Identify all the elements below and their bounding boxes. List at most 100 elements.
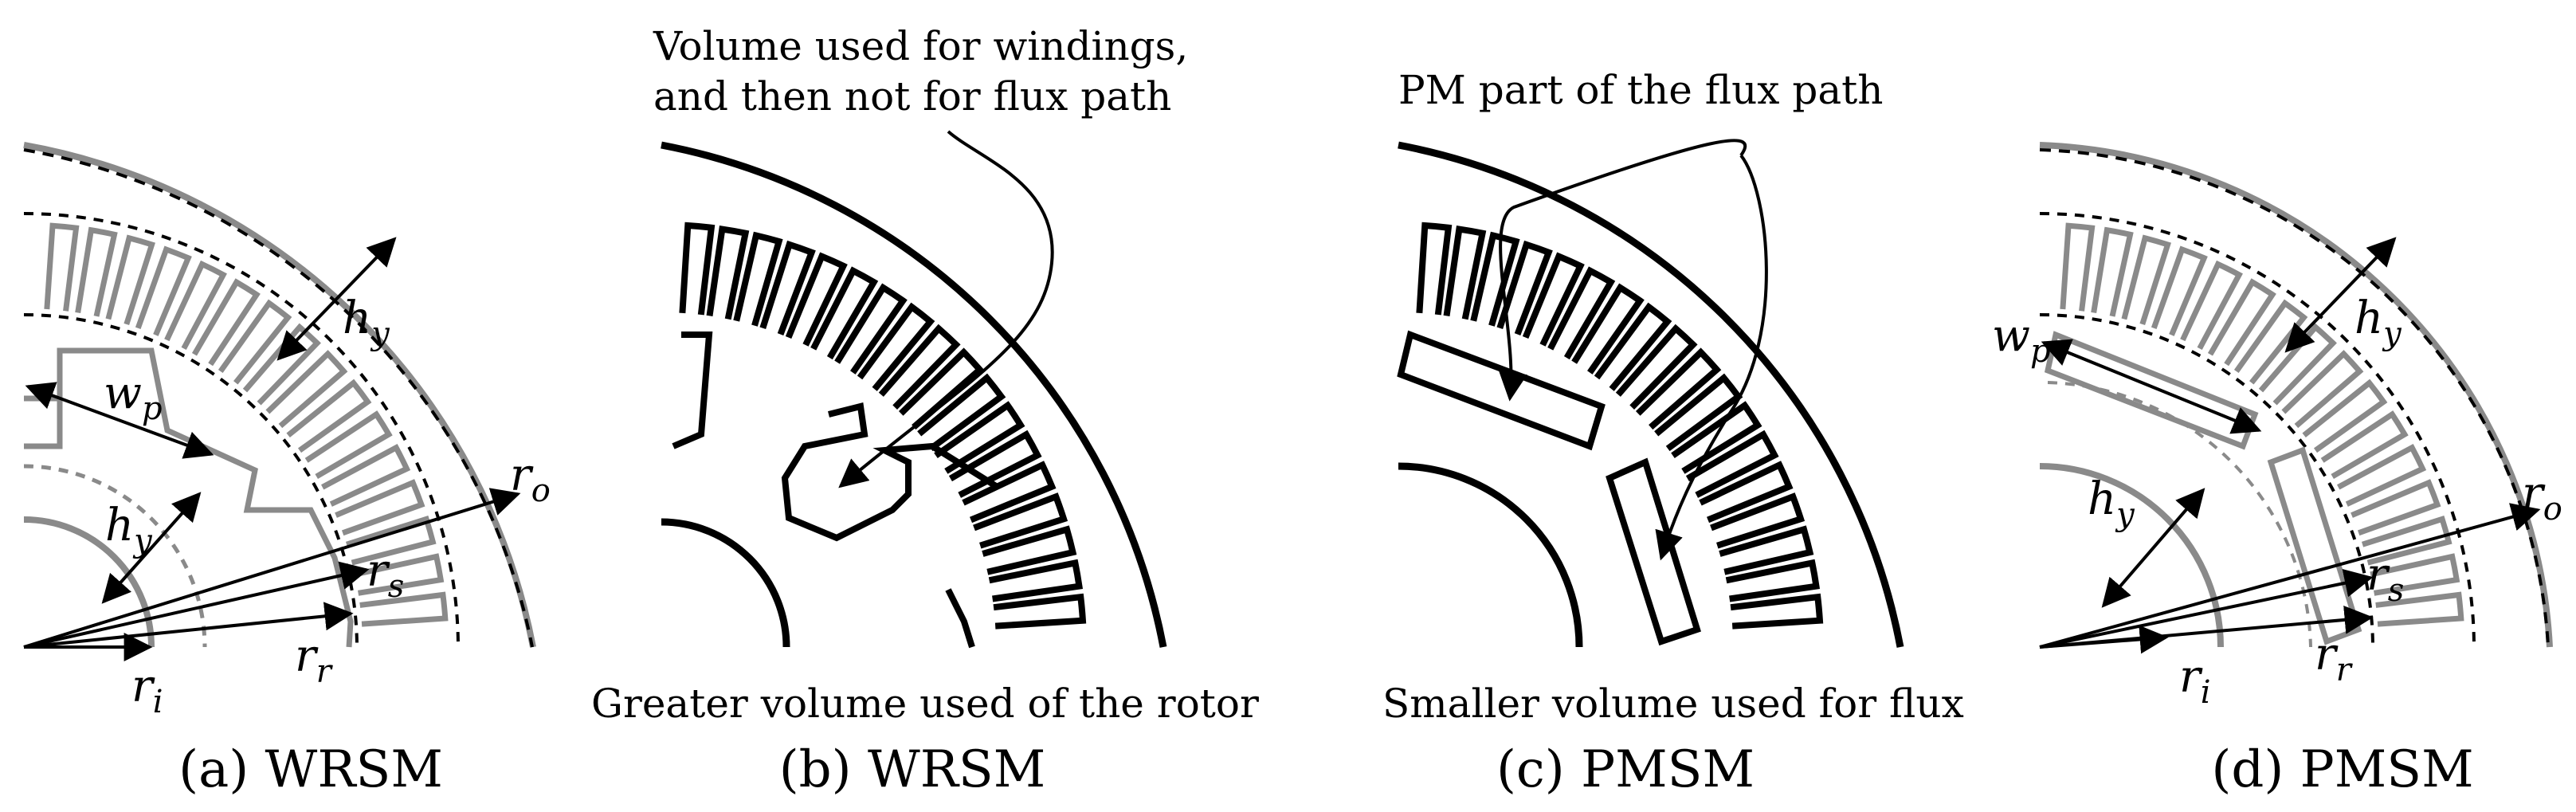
stator-slot (1594, 302, 1672, 391)
stator-slot (962, 461, 1057, 524)
label-ri: ri (131, 661, 163, 720)
stator-slot (1730, 593, 1824, 630)
panel-a-wrsm: hy wp hy ro rs rr ri (a) WRSM (23, 142, 551, 799)
arrow-wp (25, 382, 214, 459)
stator-slot (993, 593, 1087, 630)
stator-slot (2281, 350, 2364, 429)
arrow-wp (2041, 339, 2262, 434)
stator-slot (359, 591, 449, 627)
stator-slot (1719, 525, 1814, 575)
stator-slot (164, 260, 227, 350)
panel-c-pmsm: PM part of the flux path Smaller volume … (1382, 67, 1964, 799)
label-ri: ri (2179, 651, 2211, 711)
arrow-rs (2039, 569, 2374, 649)
stator-slot (1671, 401, 1762, 474)
stator-slot (733, 231, 783, 327)
stator-slot (679, 222, 716, 316)
label-hy-rotor: hy (2088, 473, 2135, 533)
pm-pointer-arrow-1 (1499, 139, 1747, 402)
arrow-ri (2039, 625, 2169, 654)
arrow-hy (276, 237, 397, 361)
label-rr: rr (2315, 629, 2354, 688)
stator-slot (2351, 479, 2441, 536)
stator-slot (834, 283, 908, 375)
annotation-windings-line1: Volume used for windings, (653, 23, 1188, 69)
stator-slot (2337, 444, 2427, 507)
stator-slot (2370, 553, 2460, 596)
stator-slot (2151, 245, 2208, 336)
label-hy: hy (2354, 292, 2402, 352)
arrow-ro (23, 488, 521, 649)
stator-slot (1496, 240, 1553, 335)
label-rs: rs (2366, 549, 2404, 609)
magnet-block-1 (2044, 331, 2259, 450)
magnet-block-2 (1606, 457, 1701, 646)
label-wp: wp (1992, 310, 2051, 370)
annotation-greater-volume: Greater volume used of the rotor (591, 681, 1259, 727)
stator-slot (218, 299, 292, 385)
annotation-smaller-volume: Smaller volume used for flux (1382, 681, 1964, 727)
arrow-hy (2284, 237, 2397, 353)
stator-slot (2361, 516, 2452, 566)
stator-slot (982, 525, 1077, 575)
arrow-hy-rotor (2101, 488, 2205, 608)
airgap-dashed-arc (23, 313, 359, 648)
stator-slot (1685, 430, 1779, 498)
stator-slot (286, 379, 372, 453)
arrow-rr (23, 602, 354, 649)
stator-slot (1725, 559, 1821, 602)
stator-slot (898, 347, 985, 430)
stator-slot (345, 516, 437, 566)
label-rs: rs (367, 545, 404, 605)
label-ro: ro (510, 449, 551, 509)
magnet-block-2 (2267, 446, 2362, 645)
caption-a: (a) WRSM (178, 740, 443, 799)
arrow-hy-rotor (101, 492, 202, 604)
stator-slot (191, 278, 261, 367)
stator-slot (948, 430, 1042, 498)
stator-slot (857, 302, 935, 391)
caption-c: (c) PMSM (1496, 740, 1755, 799)
stator-slot (810, 266, 879, 360)
outer-stator-arc (1398, 141, 1904, 648)
label-ro: ro (2522, 468, 2562, 528)
label-wp: wp (104, 367, 163, 427)
label-hy: hy (343, 292, 390, 352)
stator-slot (304, 410, 393, 480)
stator-slot (1522, 252, 1585, 347)
stator-slot (265, 350, 348, 429)
stator-slot (2121, 234, 2171, 326)
stator-slot (973, 492, 1068, 549)
outer-dashed-arc (23, 148, 534, 648)
stator-slot (44, 222, 80, 312)
arrow-rs (23, 561, 370, 649)
stator-slot (1710, 492, 1806, 549)
stator-slot (75, 226, 118, 317)
stator-slot (2302, 379, 2388, 453)
pm-pointer-arrow-2 (1655, 154, 1768, 561)
stator-teeth (1416, 222, 1824, 630)
stator-slot (1547, 266, 1616, 360)
stator-slot (135, 245, 192, 336)
annotation-pm-flux: PM part of the flux path (1398, 67, 1883, 113)
annotation-windings-line2: and then not for flux path (653, 73, 1171, 120)
stator-slot (2207, 278, 2276, 367)
stator-slot (335, 479, 425, 536)
stator-slot (785, 252, 848, 347)
rotor-arc (2039, 463, 2224, 648)
label-hy-rotor: hy (105, 500, 153, 559)
stator-slot (2180, 260, 2243, 350)
stator-slot (242, 323, 321, 406)
stator-teeth (2060, 222, 2464, 627)
winding-pointer-arrow (838, 130, 1054, 488)
stator-slot (354, 553, 445, 596)
stator-slot (2375, 591, 2464, 627)
stator-slot (878, 324, 961, 410)
panel-d-pmsm: hy wp hy ro rs rr ri (d) PMSM (1992, 142, 2562, 799)
rotor-pole-outline (24, 347, 354, 648)
stator-slot (1615, 324, 1698, 410)
stator-slot (2320, 410, 2409, 480)
magnet-block-1 (1397, 330, 1606, 451)
rotor-arc (1398, 462, 1583, 648)
